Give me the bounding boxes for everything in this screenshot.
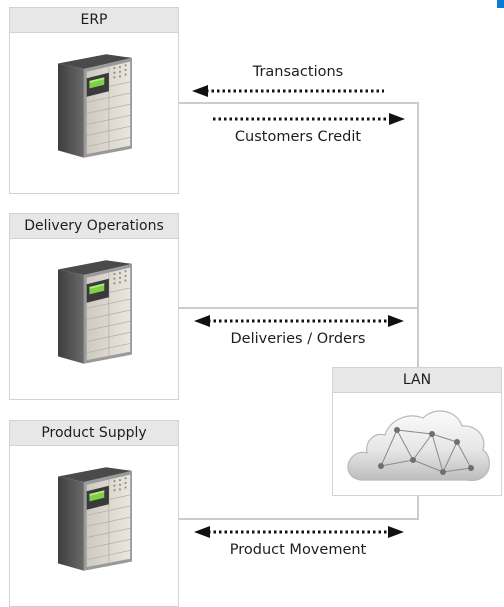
corner-accent: [497, 0, 504, 8]
server-cabinet-icon: [58, 459, 132, 579]
product-movement-arrow: [194, 526, 404, 538]
deliveries-orders-arrow: [194, 315, 404, 327]
product-supply-panel: Product Supply: [9, 420, 179, 607]
lan-title: LAN: [333, 368, 501, 393]
delivery-operations-panel: Delivery Operations: [9, 213, 179, 400]
network-cloud-icon: [347, 410, 490, 481]
product-supply-title: Product Supply: [10, 421, 178, 446]
transactions-label: Transactions: [252, 64, 344, 80]
server-cabinet-icon: [58, 252, 132, 372]
delivery-operations-title: Delivery Operations: [10, 214, 178, 239]
customers-credit-label: Customers Credit: [234, 129, 362, 145]
deliveries-orders-label: Deliveries / Orders: [230, 331, 366, 347]
customers-credit-arrow: [213, 113, 405, 125]
server-cabinet-icon: [58, 46, 132, 166]
product-movement-label: Product Movement: [229, 542, 367, 558]
erp-panel: ERP: [9, 7, 179, 194]
erp-title: ERP: [10, 8, 178, 33]
lan-panel: LAN: [332, 367, 502, 496]
transactions-arrow: [192, 85, 384, 97]
